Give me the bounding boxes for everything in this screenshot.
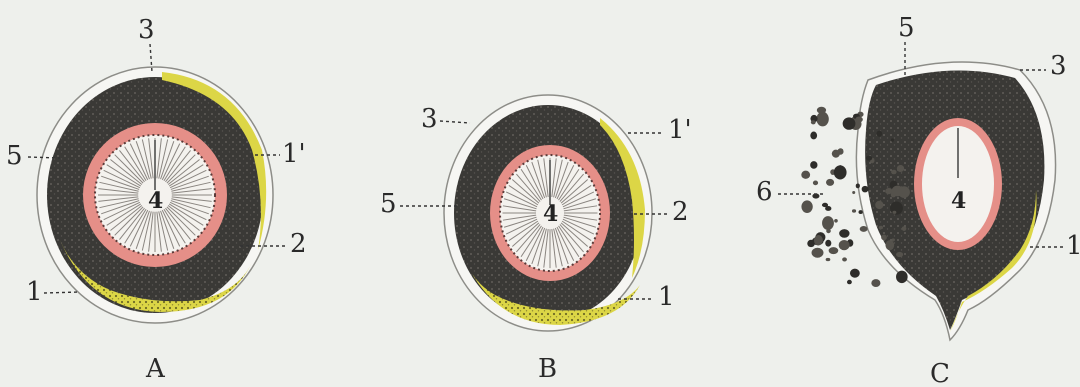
figure-a-caption: A <box>145 354 166 384</box>
cell-nucleus <box>896 271 908 283</box>
figure-a-label-4: 4 <box>148 188 163 214</box>
cell-nucleus <box>897 165 904 172</box>
cell-nucleus <box>839 240 850 250</box>
cell-nucleus <box>814 235 823 246</box>
figure-b-label-2: 2 <box>672 197 689 227</box>
cell-nucleus <box>852 209 856 212</box>
cell-nucleus <box>822 203 828 207</box>
cell-nucleus <box>881 235 887 241</box>
cell-nucleus <box>876 131 882 137</box>
figure-b-label-4: 4 <box>543 201 558 227</box>
cell-nucleus <box>826 179 834 186</box>
cell-nucleus <box>852 191 855 194</box>
cell-nucleus <box>892 211 896 214</box>
cell-nucleus <box>801 171 810 179</box>
cell-nucleus <box>891 138 894 141</box>
cell-nucleus <box>847 280 852 284</box>
figure-a-label-1-prime: 1' <box>282 139 306 169</box>
cell-nucleus <box>801 200 812 213</box>
cell-nucleus <box>816 112 828 127</box>
figure-b-caption: B <box>538 354 557 384</box>
cell-nucleus <box>871 279 880 287</box>
figure-c-label-4: 4 <box>951 188 966 214</box>
figure-a-label-5: 5 <box>6 141 23 171</box>
figure-b-label-1-prime: 1' <box>668 115 692 145</box>
cell-nucleus <box>825 240 831 247</box>
figure-a-label-1: 1 <box>26 277 43 307</box>
figure-a-label-2: 2 <box>290 229 307 259</box>
figure-a-label-3: 3 <box>138 15 155 45</box>
figure-b-label-1: 1 <box>658 282 675 312</box>
cell-nucleus <box>839 229 849 238</box>
cell-nucleus <box>896 252 903 257</box>
cell-nucleus <box>879 226 883 230</box>
figure-c-label-1: 1 <box>1066 231 1080 261</box>
cell-nucleus <box>860 226 868 232</box>
cell-nucleus <box>842 257 847 261</box>
cell-nucleus <box>875 201 883 209</box>
cell-nucleus <box>891 170 896 175</box>
cell-nucleus <box>817 107 826 114</box>
cell-nucleus <box>834 219 838 223</box>
cell-nucleus <box>866 156 873 161</box>
cell-nucleus <box>810 161 817 169</box>
figure-b-label-3: 3 <box>421 104 438 134</box>
cell-nucleus <box>832 150 840 158</box>
cell-nucleus <box>890 202 903 215</box>
cell-nucleus <box>885 240 894 250</box>
cell-nucleus <box>834 165 847 179</box>
cell-nucleus <box>811 120 816 124</box>
cell-nucleus <box>826 258 831 261</box>
cell-nucleus <box>850 269 860 278</box>
figure-c-caption: C <box>930 359 950 387</box>
figure-c-label-3: 3 <box>1050 51 1067 81</box>
cell-nucleus <box>885 188 892 194</box>
cell-nucleus <box>812 248 824 258</box>
figure-b: 4 3 5 1' 2 1 B <box>380 95 692 384</box>
cell-nucleus <box>856 183 860 188</box>
figure-c-label-5: 5 <box>898 13 915 43</box>
cell-nucleus <box>892 186 904 197</box>
cell-nucleus <box>862 186 869 193</box>
cell-nucleus <box>843 117 856 129</box>
figure-c: 4 5 3 6 1 C <box>756 13 1080 387</box>
cell-nucleus <box>902 226 907 231</box>
cell-nucleus <box>829 247 839 254</box>
cell-nucleus <box>855 117 863 123</box>
cell-nucleus <box>822 216 834 230</box>
cell-nucleus <box>810 132 817 140</box>
figure-c-label-6: 6 <box>756 177 773 207</box>
figure-b-label-5: 5 <box>380 189 397 219</box>
figure-a: 4 3 5 1' 2 1 A <box>6 15 307 384</box>
cell-nucleus <box>813 181 818 186</box>
cell-nucleus <box>859 210 863 214</box>
